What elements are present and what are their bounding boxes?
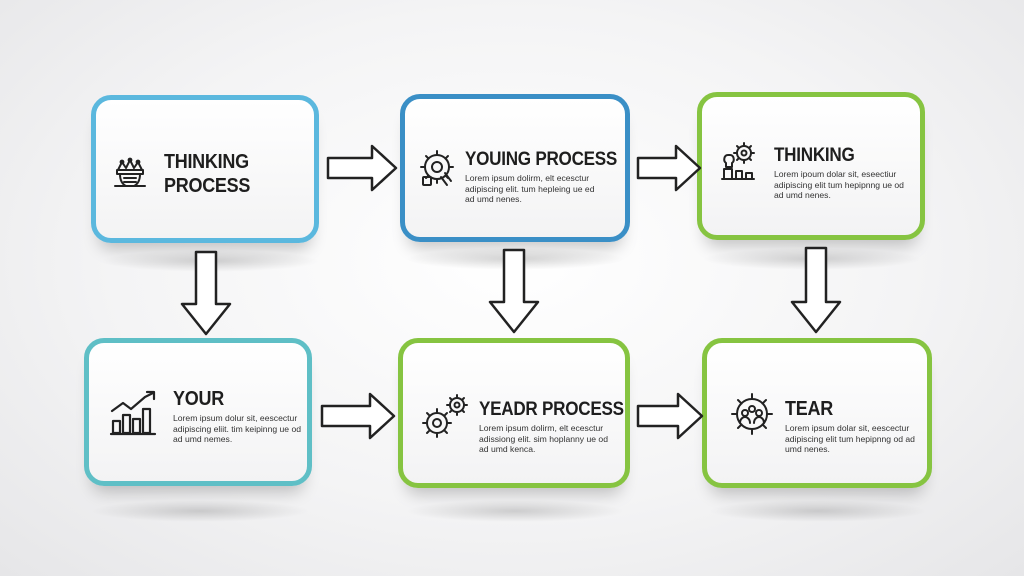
- node-shadow: [405, 500, 625, 522]
- node-description: Lorem ipsum dolur sit, eescectur adipisc…: [173, 413, 302, 444]
- lightbulb-gear-icon: [718, 141, 758, 183]
- node-description: Lorem ipoum dolar sit, eseectiur adipisc…: [774, 169, 904, 200]
- arrow-down: [180, 250, 232, 336]
- node-description: Lorem ipsum dolar sit, eescectur adipisc…: [785, 423, 915, 454]
- gear-team-icon: [729, 391, 775, 437]
- gear-wrench-icon: [417, 147, 457, 189]
- arrow-down: [790, 246, 842, 334]
- gears-icon: [421, 393, 469, 439]
- arrow-right: [326, 144, 398, 192]
- node-title: YOUR: [173, 388, 224, 410]
- node-title-line1: THINKING: [164, 151, 249, 173]
- node-thinking-process: THINKING PROCESS: [91, 95, 319, 243]
- node-your: YOUR Lorem ipsum dolur sit, eescectur ad…: [84, 338, 312, 486]
- arrow-right: [636, 392, 704, 440]
- node-title: YOUING PROCESS: [465, 149, 618, 170]
- node-tear: TEAR Lorem ipsum dolar sit, eescectur ad…: [702, 338, 932, 488]
- growth-chart-icon: [109, 389, 159, 437]
- arrow-down: [488, 248, 540, 334]
- arrow-right: [636, 144, 702, 192]
- node-youing-process: YOUING PROCESS Lorem ipsum dolirm, elt e…: [400, 94, 630, 242]
- node-title: YEADR PROCESS: [479, 399, 624, 420]
- node-shadow: [90, 500, 310, 522]
- node-title: TEAR: [785, 398, 833, 420]
- node-title-line2: PROCESS: [164, 175, 251, 197]
- node-thinking: THINKING Lorem ipoum dolar sit, eseectiu…: [697, 92, 925, 240]
- node-description: Lorem ipsum dolirm, elt ecesctur adipisc…: [465, 173, 595, 204]
- node-title: THINKING: [774, 145, 855, 166]
- node-yeadr-process: YEADR PROCESS Lorem ipsum dolirm, elt ec…: [398, 338, 630, 488]
- node-description: Lorem ipsum dolirm, elt ecesctur adissio…: [479, 423, 608, 454]
- arrow-right: [320, 392, 396, 440]
- crown-head-icon: [112, 156, 148, 190]
- node-shadow: [708, 500, 928, 522]
